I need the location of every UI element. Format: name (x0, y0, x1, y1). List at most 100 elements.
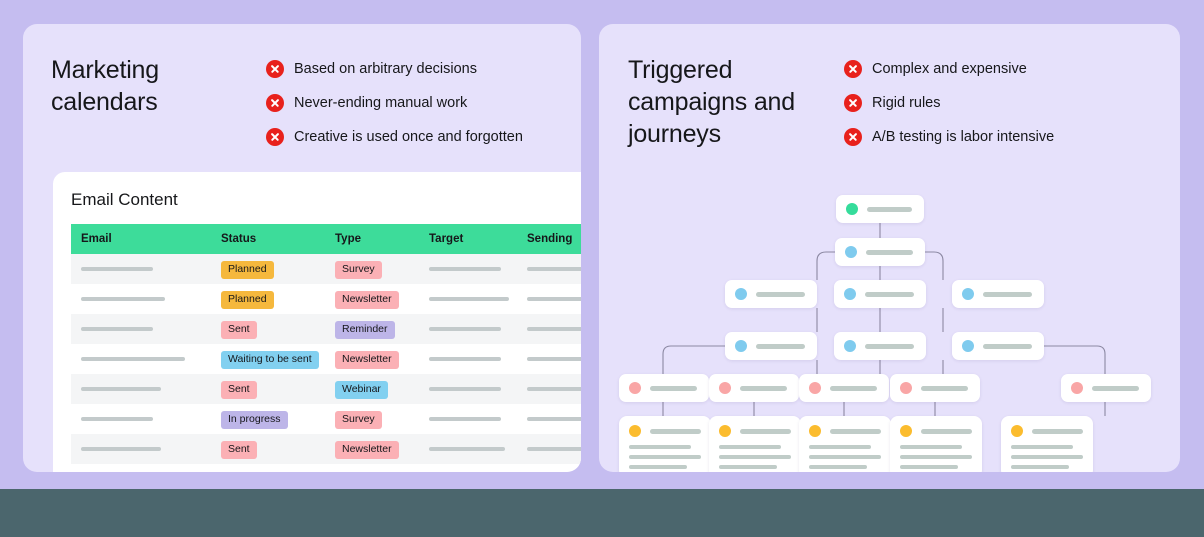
flow-card-node[interactable] (890, 416, 982, 472)
placeholder-bar (1011, 455, 1083, 459)
placeholder-bar (429, 387, 501, 391)
type-badge[interactable]: Survey (335, 261, 382, 279)
flow-card-node[interactable] (799, 416, 891, 472)
table-row[interactable]: Planned Newsletter (71, 284, 581, 314)
cell-sending (517, 417, 581, 421)
cell-sending (517, 267, 581, 271)
type-badge[interactable]: Newsletter (335, 441, 399, 459)
node-status-dot (735, 340, 747, 352)
right-panel-header: Triggered campaigns and journeys Complex… (599, 24, 1180, 172)
type-badge[interactable]: Webinar (335, 381, 388, 399)
placeholder-bar (81, 297, 165, 301)
placeholder-bar (527, 297, 581, 301)
placeholder-bar (719, 465, 777, 469)
flow-node[interactable] (709, 374, 799, 402)
card-node-header (629, 425, 701, 437)
placeholder-bar (719, 455, 791, 459)
node-status-dot (809, 382, 821, 394)
card-node-header (900, 425, 972, 437)
card-node-lines (629, 445, 701, 469)
cell-type: Newsletter (325, 439, 419, 459)
node-label-placeholder (830, 385, 877, 391)
node-status-dot (1011, 425, 1023, 437)
node-status-dot (809, 425, 821, 437)
card-node-lines (1011, 445, 1083, 469)
table-row[interactable]: Waiting to be sent Newsletter (71, 344, 581, 374)
node-label-placeholder (650, 428, 701, 434)
list-item: Based on arbitrary decisions (266, 59, 523, 79)
placeholder-bar (81, 387, 161, 391)
status-badge[interactable]: Planned (221, 291, 274, 309)
type-badge[interactable]: Survey (335, 411, 382, 429)
cell-sending (517, 297, 581, 301)
table-row[interactable]: Sent Webinar (71, 374, 581, 404)
cell-sending (517, 387, 581, 391)
cell-email (71, 267, 211, 271)
node-label-placeholder (756, 291, 805, 297)
table-row[interactable]: Sent Reminder (71, 314, 581, 344)
x-circle-icon (844, 128, 862, 146)
status-badge[interactable]: Waiting to be sent (221, 351, 319, 369)
flow-node[interactable] (952, 280, 1044, 308)
cell-status: In progress (211, 409, 325, 429)
status-badge[interactable]: In progress (221, 411, 288, 429)
flow-node[interactable] (836, 195, 924, 223)
right-bullet-list: Complex and expensive Rigid rules A/B te… (844, 59, 1054, 147)
flow-node[interactable] (835, 238, 925, 266)
cell-target (419, 297, 517, 301)
x-circle-icon (266, 94, 284, 112)
placeholder-bar (81, 357, 185, 361)
bottom-bar (0, 489, 1204, 537)
flow-node[interactable] (1061, 374, 1151, 402)
flow-card-node[interactable] (709, 416, 801, 472)
table-row[interactable]: In progress Survey (71, 404, 581, 434)
cell-type: Reminder (325, 319, 419, 339)
column-header-email: Email (81, 233, 112, 245)
flow-node[interactable] (834, 332, 926, 360)
placeholder-bar (429, 297, 509, 301)
node-label-placeholder (983, 291, 1032, 297)
cell-type: Newsletter (325, 349, 419, 369)
status-badge[interactable]: Sent (221, 321, 257, 339)
card-node-header (809, 425, 881, 437)
cell-type: Survey (325, 259, 419, 279)
flow-node[interactable] (952, 332, 1044, 360)
cell-type: Survey (325, 409, 419, 429)
flow-node[interactable] (725, 280, 817, 308)
flow-card-node[interactable] (1001, 416, 1093, 472)
table-row[interactable]: Planned Survey (71, 254, 581, 284)
node-status-dot (962, 340, 974, 352)
node-status-dot (844, 340, 856, 352)
x-circle-icon (266, 128, 284, 146)
node-label-placeholder (983, 343, 1032, 349)
type-badge[interactable]: Newsletter (335, 351, 399, 369)
node-label-placeholder (865, 291, 914, 297)
flow-card-node[interactable] (619, 416, 711, 472)
placeholder-bar (629, 465, 687, 469)
node-status-dot (900, 425, 912, 437)
node-status-dot (629, 425, 641, 437)
cell-email (71, 417, 211, 421)
cell-email (71, 327, 211, 331)
table-row[interactable]: Sent Newsletter (71, 434, 581, 464)
placeholder-bar (81, 447, 161, 451)
type-badge[interactable]: Newsletter (335, 291, 399, 309)
bullet-label: Never-ending manual work (294, 95, 468, 111)
flow-node[interactable] (725, 332, 817, 360)
placeholder-bar (809, 455, 881, 459)
cell-target (419, 357, 517, 361)
flow-node[interactable] (890, 374, 980, 402)
node-label-placeholder (867, 206, 912, 212)
placeholder-bar (429, 267, 501, 271)
placeholder-bar (527, 387, 581, 391)
flow-node[interactable] (799, 374, 889, 402)
cell-type: Newsletter (325, 289, 419, 309)
flow-node[interactable] (834, 280, 926, 308)
flow-node[interactable] (619, 374, 709, 402)
type-badge[interactable]: Reminder (335, 321, 395, 339)
status-badge[interactable]: Sent (221, 441, 257, 459)
status-badge[interactable]: Sent (221, 381, 257, 399)
cell-target (419, 387, 517, 391)
status-badge[interactable]: Planned (221, 261, 274, 279)
